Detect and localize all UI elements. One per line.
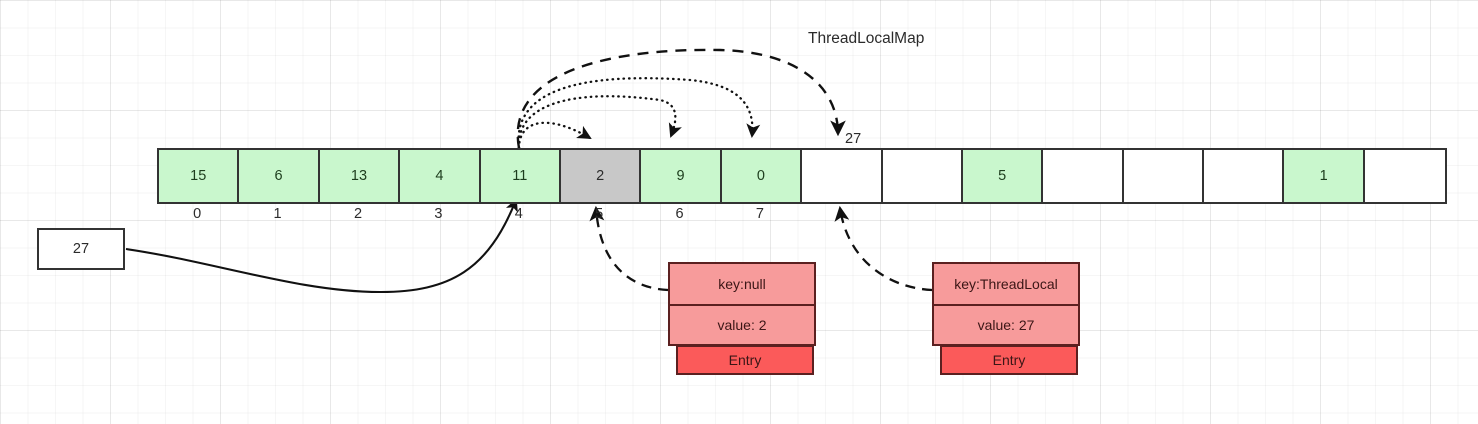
entry-value-field: value: 2 bbox=[668, 304, 816, 346]
connector-entry-threadlocal-to-slot8 bbox=[834, 205, 933, 292]
array-cell-11 bbox=[1043, 150, 1124, 202]
index-label-1: 1 bbox=[273, 206, 282, 222]
connector-probe-slot4-to-slot6 bbox=[517, 95, 682, 150]
index-label-6: 6 bbox=[675, 206, 684, 222]
array-cell-14: 1 bbox=[1284, 150, 1365, 202]
array-cell-3: 4 bbox=[400, 150, 481, 202]
array-cell-2: 13 bbox=[319, 150, 401, 202]
entry-type-tag: Entry bbox=[676, 345, 814, 375]
array-cell-1: 6 bbox=[239, 150, 320, 202]
source-value-box: 27 bbox=[37, 228, 125, 270]
connector-probe-slot4-to-slot7 bbox=[517, 77, 761, 150]
connector-insert-slot4-to-slot8 bbox=[516, 48, 846, 149]
entry-type-tag: Entry bbox=[940, 345, 1078, 375]
entry-key-field: key:null bbox=[668, 262, 816, 304]
index-label-4: 4 bbox=[514, 206, 523, 222]
index-label-7: 7 bbox=[755, 206, 764, 222]
entry-value-field: value: 27 bbox=[932, 304, 1080, 346]
array-cell-0: 15 bbox=[159, 150, 240, 202]
array-cell-13 bbox=[1204, 150, 1285, 202]
array-cell-10: 5 bbox=[962, 150, 1044, 202]
array-cell-8 bbox=[802, 150, 883, 202]
entry-box-threadlocal: key:ThreadLocal value: 27 Entry bbox=[932, 262, 1080, 375]
index-label-3: 3 bbox=[434, 206, 443, 222]
entry-key-field: key:ThreadLocal bbox=[932, 262, 1080, 304]
array-cell-12 bbox=[1123, 150, 1205, 202]
array-cell-6: 9 bbox=[641, 150, 722, 202]
index-label-row: 0 1 2 3 4 5 6 7 bbox=[157, 206, 800, 222]
array-cell-4: 11 bbox=[480, 150, 561, 202]
index-label-5: 5 bbox=[595, 206, 604, 222]
array-cell-7: 0 bbox=[721, 150, 803, 202]
page-title: ThreadLocalMap bbox=[808, 30, 925, 47]
connector-probe-slot4-to-slot5 bbox=[517, 121, 592, 150]
index-label-2: 2 bbox=[353, 206, 363, 222]
array-cell-9 bbox=[882, 150, 963, 202]
index-label-0: 0 bbox=[193, 206, 202, 222]
array-cell-5: 2 bbox=[560, 150, 642, 202]
slot-8-insert-label: 27 bbox=[845, 131, 862, 147]
entry-box-stale: key:null value: 2 Entry bbox=[668, 262, 816, 375]
array-cell-15 bbox=[1364, 150, 1446, 202]
